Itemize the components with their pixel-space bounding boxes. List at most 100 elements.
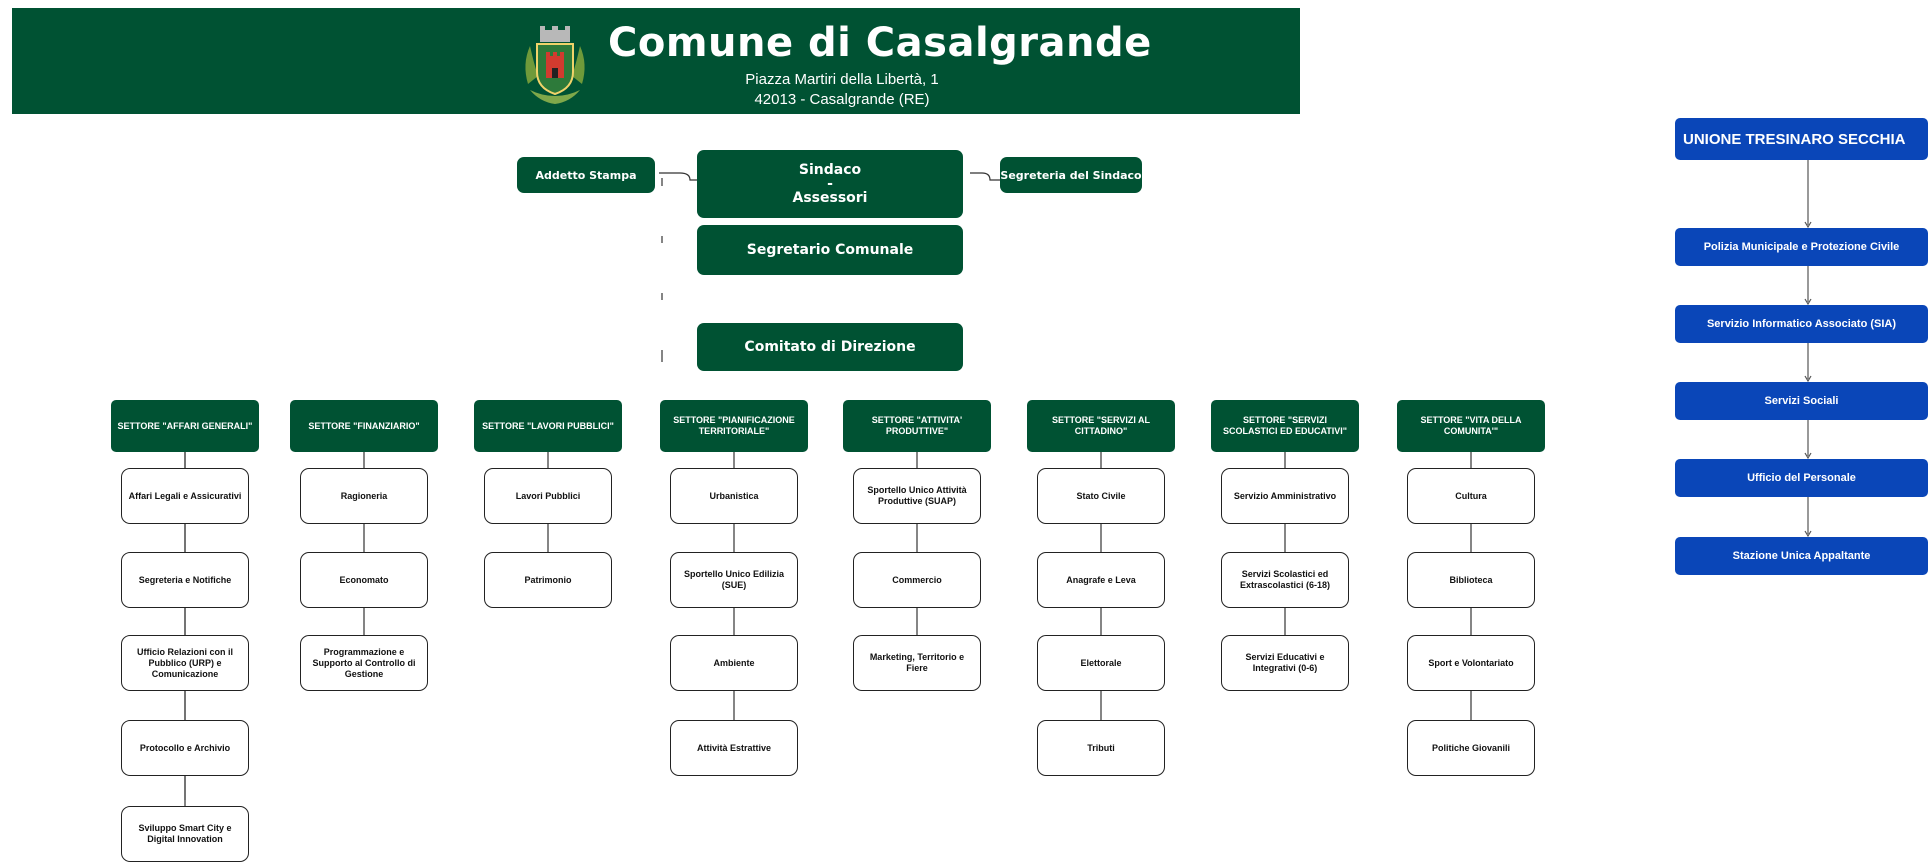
- sector-title: SETTORE "SERVIZI SCOLASTICI ED EDUCATIVI…: [1222, 415, 1348, 436]
- office-label: Sportello Unico Edilizia (SUE): [683, 569, 784, 590]
- sector-title: SETTORE "ATTIVITA' PRODUTTIVE": [871, 415, 963, 436]
- sector-header: SETTORE "SERVIZI AL CITTADINO": [1027, 400, 1175, 452]
- office-box: Biblioteca: [1407, 552, 1535, 608]
- sector-title: SETTORE "PIANIFICAZIONE TERRITORIALE": [673, 415, 795, 436]
- addetto-stampa-box: Addetto Stampa: [517, 157, 655, 193]
- sector-title: SETTORE "LAVORI PUBBLICI": [482, 420, 614, 431]
- sector-header: SETTORE "AFFARI GENERALI": [111, 400, 259, 452]
- office-label: Ragioneria: [340, 490, 388, 501]
- sindaco-box: Sindaco - Assessori: [697, 150, 963, 218]
- office-box: Patrimonio: [484, 552, 612, 608]
- office-label: Patrimonio: [524, 574, 572, 585]
- office-box: Stato Civile: [1037, 468, 1165, 524]
- header-banner: Comune di Casalgrande Piazza Martiri del…: [12, 8, 1300, 114]
- sector-header: SETTORE "PIANIFICAZIONE TERRITORIALE": [660, 400, 808, 452]
- segretario-comunale-label: Segretario Comunale: [746, 242, 914, 258]
- office-label: Economato: [339, 574, 389, 585]
- office-box: Ufficio Relazioni con il Pubblico (URP) …: [121, 635, 249, 691]
- office-label: Lavori Pubblici: [515, 490, 581, 501]
- page-title: Comune di Casalgrande: [608, 20, 1152, 66]
- office-label: Servizi Scolastici ed Extrascolastici (6…: [1239, 569, 1331, 590]
- sector-header: SETTORE "FINANZIARIO": [290, 400, 438, 452]
- unione-service-label: Polizia Municipale e Protezione Civile: [1703, 241, 1900, 253]
- office-label: Politiche Giovanili: [1431, 742, 1511, 753]
- office-box: Economato: [300, 552, 428, 608]
- office-box: Segreteria e Notifiche: [121, 552, 249, 608]
- comitato-direzione-box: Comitato di Direzione: [697, 323, 963, 371]
- comitato-direzione-label: Comitato di Direzione: [744, 339, 916, 355]
- office-box: Tributi: [1037, 720, 1165, 776]
- office-box: Lavori Pubblici: [484, 468, 612, 524]
- sector-title: SETTORE "SERVIZI AL CITTADINO": [1051, 415, 1151, 436]
- office-label: Stato Civile: [1076, 490, 1126, 501]
- unione-service-label: Servizio Informatico Associato (SIA): [1706, 318, 1897, 330]
- office-label: Marketing, Territorio e Fiere: [869, 652, 965, 673]
- assessori-label: Assessori: [792, 190, 868, 206]
- office-label: Protocollo e Archivio: [139, 742, 231, 753]
- office-box: Attività Estrattive: [670, 720, 798, 776]
- unione-service-label: Servizi Sociali: [1764, 395, 1839, 407]
- address-line-2: 42013 - Casalgrande (RE): [754, 91, 930, 108]
- sindaco-label: Sindaco: [798, 162, 862, 178]
- unione-service-box: Polizia Municipale e Protezione Civile: [1675, 228, 1928, 266]
- office-label: Affari Legali e Assicurativi: [128, 490, 242, 501]
- office-box: Cultura: [1407, 468, 1535, 524]
- unione-title-box: UNIONE TRESINARO SECCHIA: [1675, 118, 1928, 160]
- sector-header: SETTORE "ATTIVITA' PRODUTTIVE": [843, 400, 991, 452]
- office-box: Servizio Amministrativo: [1221, 468, 1349, 524]
- unione-service-label: Ufficio del Personale: [1747, 472, 1856, 484]
- office-box: Sportello Unico Edilizia (SUE): [670, 552, 798, 608]
- office-label: Segreteria e Notifiche: [138, 574, 232, 585]
- office-label: Servizi Educativi e Integrativi (0-6): [1245, 652, 1325, 673]
- office-box: Marketing, Territorio e Fiere: [853, 635, 981, 691]
- segreteria-sindaco-label: Segreteria del Sindaco: [1000, 168, 1142, 182]
- unione-service-label: Stazione Unica Appaltante: [1732, 550, 1871, 562]
- sindaco-separator: -: [827, 176, 833, 192]
- office-label: Biblioteca: [1449, 574, 1493, 585]
- sector-header: SETTORE "LAVORI PUBBLICI": [474, 400, 622, 452]
- office-box: Sport e Volontariato: [1407, 635, 1535, 691]
- office-box: Sviluppo Smart City e Digital Innovation: [121, 806, 249, 862]
- office-box: Servizi Educativi e Integrativi (0-6): [1221, 635, 1349, 691]
- office-label: Sportello Unico Attività Produttive (SUA…: [867, 485, 967, 506]
- office-label: Anagrafe e Leva: [1066, 574, 1136, 585]
- office-box: Ragioneria: [300, 468, 428, 524]
- addetto-stampa-label: Addetto Stampa: [535, 168, 637, 182]
- office-label: Commercio: [892, 574, 942, 585]
- office-box: Elettorale: [1037, 635, 1165, 691]
- address-line-1: Piazza Martiri della Libertà, 1: [745, 71, 939, 88]
- unione-service-box: Stazione Unica Appaltante: [1675, 537, 1928, 575]
- office-label: Cultura: [1455, 490, 1487, 501]
- office-label: Elettorale: [1080, 657, 1122, 668]
- office-box: Protocollo e Archivio: [121, 720, 249, 776]
- office-box: Programmazione e Supporto al Controllo d…: [300, 635, 428, 691]
- sector-title: SETTORE "FINANZIARIO": [308, 420, 420, 431]
- office-box: Urbanistica: [670, 468, 798, 524]
- office-label: Sviluppo Smart City e Digital Innovation: [138, 823, 232, 844]
- office-box: Ambiente: [670, 635, 798, 691]
- office-label: Sport e Volontariato: [1428, 657, 1514, 668]
- office-box: Servizi Scolastici ed Extrascolastici (6…: [1221, 552, 1349, 608]
- office-label: Urbanistica: [709, 490, 759, 501]
- unione-title: UNIONE TRESINARO SECCHIA: [1683, 130, 1906, 148]
- coat-of-arms-icon: [525, 26, 585, 104]
- office-box: Commercio: [853, 552, 981, 608]
- unione-service-box: Ufficio del Personale: [1675, 459, 1928, 497]
- address: Piazza Martiri della Libertà, 1 42013 - …: [712, 70, 972, 110]
- sector-title: SETTORE "VITA DELLA COMUNITA'": [1420, 415, 1522, 436]
- office-label: Ambiente: [713, 657, 755, 668]
- office-label: Tributi: [1087, 742, 1115, 753]
- office-label: Servizio Amministrativo: [1233, 490, 1337, 501]
- unione-service-box: Servizi Sociali: [1675, 382, 1928, 420]
- sector-header: SETTORE "SERVIZI SCOLASTICI ED EDUCATIVI…: [1211, 400, 1359, 452]
- unione-service-box: Servizio Informatico Associato (SIA): [1675, 305, 1928, 343]
- office-box: Affari Legali e Assicurativi: [121, 468, 249, 524]
- office-box: Sportello Unico Attività Produttive (SUA…: [853, 468, 981, 524]
- segretario-comunale-box: Segretario Comunale: [697, 225, 963, 275]
- office-box: Politiche Giovanili: [1407, 720, 1535, 776]
- segreteria-sindaco-box: Segreteria del Sindaco: [1000, 157, 1142, 193]
- office-label: Ufficio Relazioni con il Pubblico (URP) …: [136, 646, 233, 679]
- office-box: Anagrafe e Leva: [1037, 552, 1165, 608]
- sector-title: SETTORE "AFFARI GENERALI": [117, 420, 253, 431]
